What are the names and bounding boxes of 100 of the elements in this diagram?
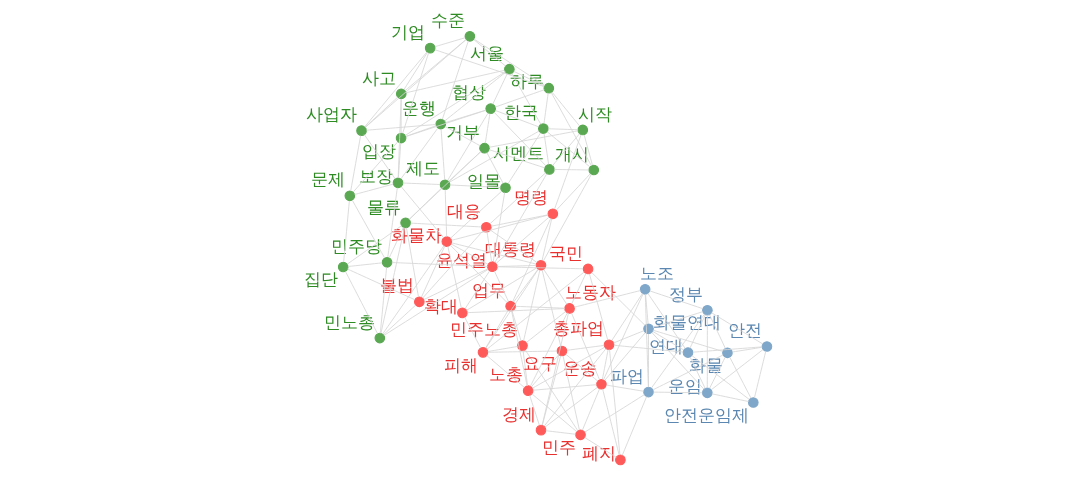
connector [466,308,566,314]
node-label: 운행 [401,97,436,118]
node-circle [701,387,713,399]
connector [489,130,579,148]
connector [543,348,607,427]
connector [529,395,540,426]
connector [551,91,581,127]
connector [496,265,537,267]
node-label: 대응 [447,200,482,221]
node-label: 요구 [523,353,558,374]
node-label: 파업 [609,365,644,386]
node-circle [643,386,654,398]
connector [383,268,489,336]
node-label: 집단 [304,269,339,290]
node-label: 확대 [423,296,458,317]
connector [492,192,506,262]
connector [486,231,493,263]
connector [543,173,592,262]
node-circle [582,263,594,275]
connector [447,112,489,181]
connector [404,38,467,92]
connector [689,356,706,389]
connector [379,267,387,334]
node-label: 국민 [549,242,584,263]
node-label: 명령 [513,187,548,208]
node-circle [400,217,411,229]
connector [648,333,649,388]
connector [562,355,580,431]
node-label: 거부 [445,121,480,142]
connector [406,227,419,298]
node-label: 불법 [380,275,415,296]
connector [366,124,436,131]
connector [555,173,591,211]
connector [383,304,417,336]
connector [513,269,539,303]
node-label: 안전운임제 [663,404,749,425]
connector [388,226,404,259]
connector [404,71,506,136]
node-circle [556,345,568,357]
connector [495,216,550,264]
connector [363,134,396,180]
connector [346,225,402,265]
connector [387,187,398,258]
connector [512,218,552,303]
connector [402,52,429,134]
node-label: 노총 [489,364,524,385]
node-circle [485,103,496,114]
connector [754,350,767,399]
connector [524,349,579,432]
node-circle [615,454,626,466]
node-label: 노조 [640,263,675,284]
connector [653,391,703,394]
node-circle [505,300,516,312]
node-label: 문제 [310,169,345,190]
connector [601,349,609,380]
connector [441,40,469,120]
node-circle [356,125,367,136]
connector [354,183,394,195]
node-label: 운송 [562,357,597,378]
connector [511,310,522,342]
connector [543,269,568,305]
node-label: 제도 [406,158,441,179]
node-label: 협상 [451,82,486,103]
node-circle [564,303,575,314]
node-circle [435,118,447,130]
connector [692,346,763,353]
node-label: 업무 [471,279,506,300]
node-label: 정부 [668,283,703,304]
connector [603,293,644,381]
connector [652,329,723,352]
node-circle [500,182,511,194]
connector [650,313,705,389]
connector [554,169,590,171]
connector [380,227,405,334]
node-label: 입장 [362,140,397,161]
connector [523,269,541,342]
connector [400,186,445,239]
connector [571,272,587,305]
connector [609,349,621,456]
node-circle [479,142,490,154]
connector [450,190,503,239]
connector [530,354,560,388]
connector [604,332,646,381]
connector [541,218,553,261]
connector [444,189,448,238]
node-label: 화물 [688,355,723,376]
node-circle [747,397,759,408]
node-label: 민주당 [331,235,383,256]
connector [487,350,558,353]
node-label: 안전 [728,320,763,341]
connector [507,132,542,184]
node-label: 대통령 [485,238,537,259]
node-label: 물류 [366,196,401,217]
node-circle [588,164,600,176]
connector [566,344,605,351]
connector [450,243,489,265]
connector [709,356,726,389]
connector [490,229,538,263]
node-label: 민주 [541,437,576,458]
connector [729,356,752,399]
